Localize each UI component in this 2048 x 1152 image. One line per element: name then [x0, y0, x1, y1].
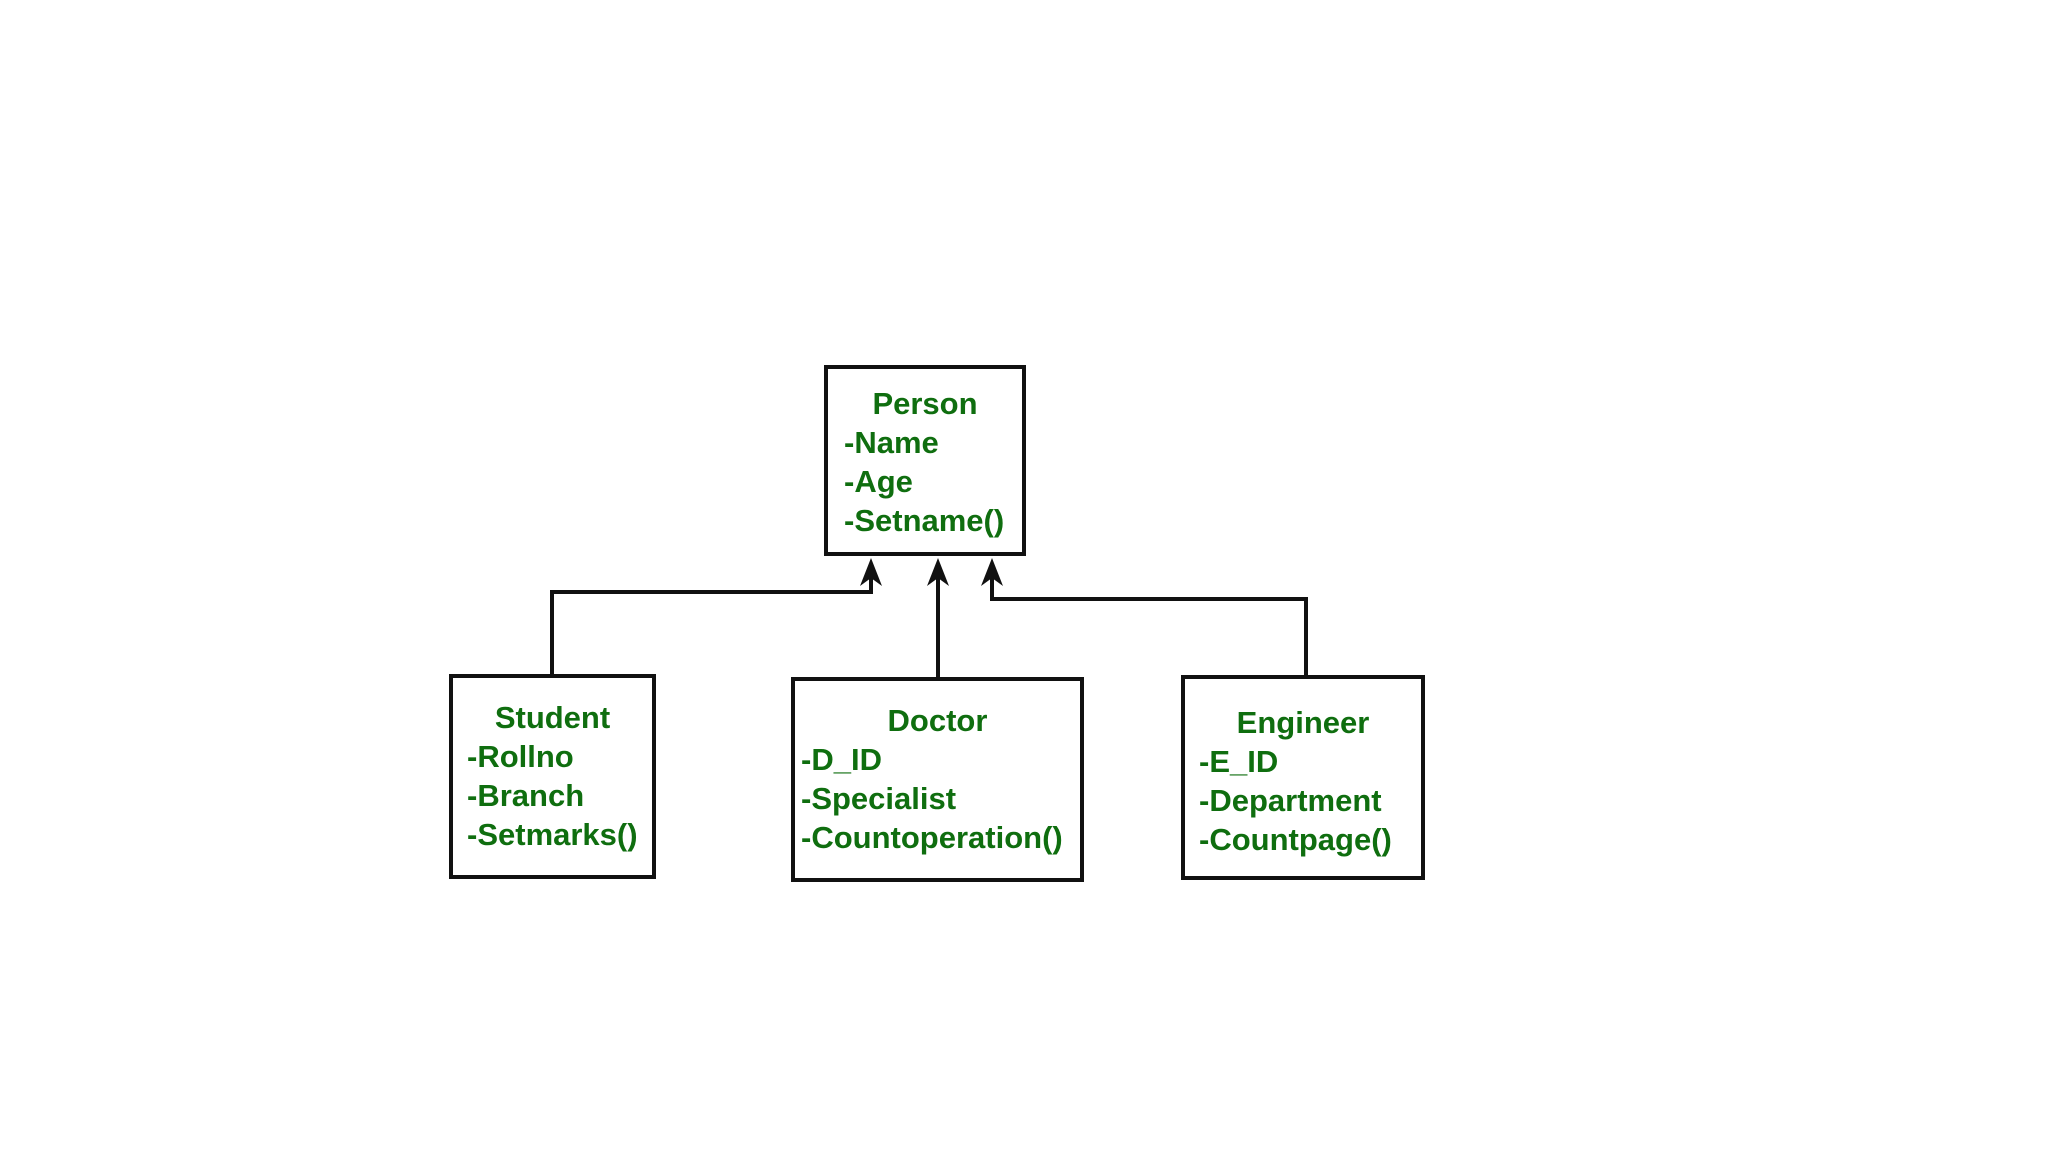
class-name: Person: [872, 386, 978, 421]
class-box-engineer: Engineer -E_ID -Department -Countpage(): [1181, 675, 1425, 880]
student-arrowhead: [860, 558, 882, 586]
class-name: Engineer: [1236, 705, 1370, 740]
class-member: -Rollno: [467, 739, 574, 774]
class-member: -Department: [1199, 783, 1382, 818]
class-member: -D_ID: [801, 742, 882, 777]
class-member: -Age: [844, 464, 913, 499]
class-name: Doctor: [887, 703, 988, 738]
class-box-student: Student -Rollno -Branch -Setmarks(): [449, 674, 656, 879]
class-method: -Countpage(): [1199, 822, 1392, 857]
engineer-arrowhead: [981, 558, 1003, 586]
doctor-arrowhead: [927, 558, 949, 586]
engineer-to-person-connector: [990, 570, 1308, 675]
class-method: -Countoperation(): [801, 820, 1063, 855]
class-member: -E_ID: [1199, 744, 1279, 779]
class-box-person: Person -Name -Age -Setname(): [824, 365, 1026, 556]
class-member: -Name: [844, 425, 939, 460]
class-box-doctor: Doctor -D_ID -Specialist -Countoperation…: [791, 677, 1084, 882]
class-member: -Branch: [467, 778, 585, 813]
class-method: -Setmarks(): [467, 817, 638, 852]
class-name: Student: [494, 700, 611, 735]
class-method: -Setname(): [844, 503, 1005, 538]
class-member: -Specialist: [801, 781, 957, 816]
student-to-person-connector: [550, 570, 873, 674]
